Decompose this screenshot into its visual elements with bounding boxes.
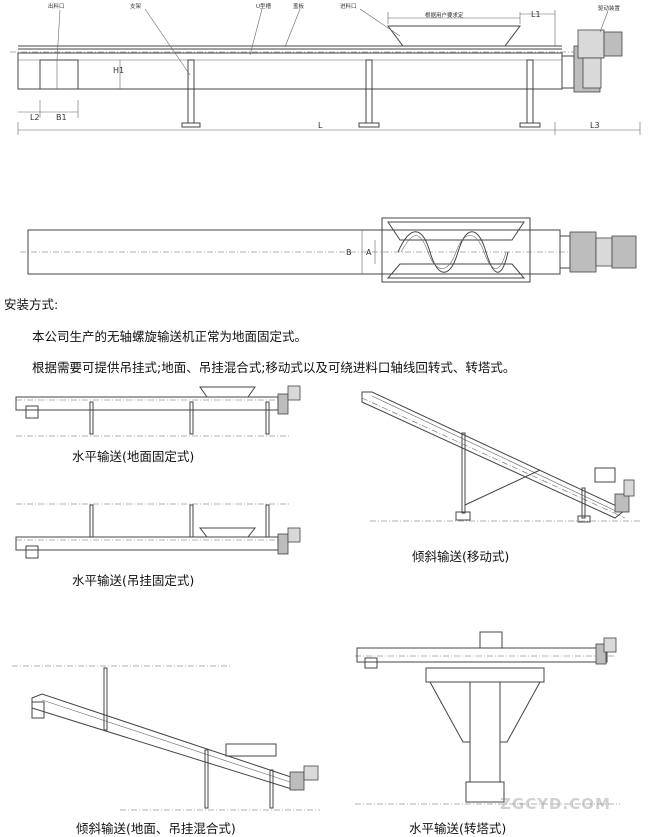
caption-turret: 水平输送(转塔式)	[409, 821, 507, 836]
diagram-incline-mobile	[361, 391, 640, 523]
dim-a: A	[366, 248, 372, 257]
caption-incline-mixed: 倾斜输送(地面、吊挂混合式)	[76, 821, 236, 836]
dim-b1: B1	[56, 113, 67, 122]
install-line-2: 根据需要可提供吊挂式;地面、吊挂混合式;移动式以及可绕进料口轴线回转式、转塔式。	[32, 360, 516, 375]
label-drive: 驱动装置	[598, 4, 621, 12]
elevation-view	[10, 8, 641, 135]
label-inlet-note: 根据用户要求定	[425, 11, 464, 19]
dim-l3: L3	[590, 121, 600, 130]
label-support: 支架	[130, 2, 142, 10]
dim-l2: L2	[30, 113, 40, 122]
install-line-1: 本公司生产的无轴螺旋输送机正常为地面固定式。	[32, 329, 308, 344]
caption-horizontal-ground: 水平输送(地面固定式)	[72, 449, 195, 464]
plan-view	[20, 217, 637, 283]
diagram-turret	[355, 631, 620, 805]
install-heading: 安装方式:	[4, 297, 59, 312]
caption-incline-mobile: 倾斜输送(移动式)	[412, 549, 510, 564]
label-u-trough: U型槽	[256, 2, 272, 10]
diagram-horizontal-ground	[15, 385, 301, 437]
label-inlet: 进料口	[340, 2, 357, 10]
label-cover: 盖板	[293, 2, 305, 10]
dim-h1: H1	[113, 66, 124, 75]
watermark: ZGCYD.COM	[500, 795, 611, 813]
dim-b: B	[346, 248, 352, 257]
label-outlet: 出料口	[48, 2, 65, 10]
diagram-incline-mixed	[12, 665, 320, 811]
diagram-horizontal-hanging	[15, 503, 301, 559]
dim-l: L	[318, 121, 323, 130]
caption-horizontal-hanging: 水平输送(吊挂固定式)	[72, 573, 195, 588]
dim-l1: L1	[531, 10, 541, 19]
